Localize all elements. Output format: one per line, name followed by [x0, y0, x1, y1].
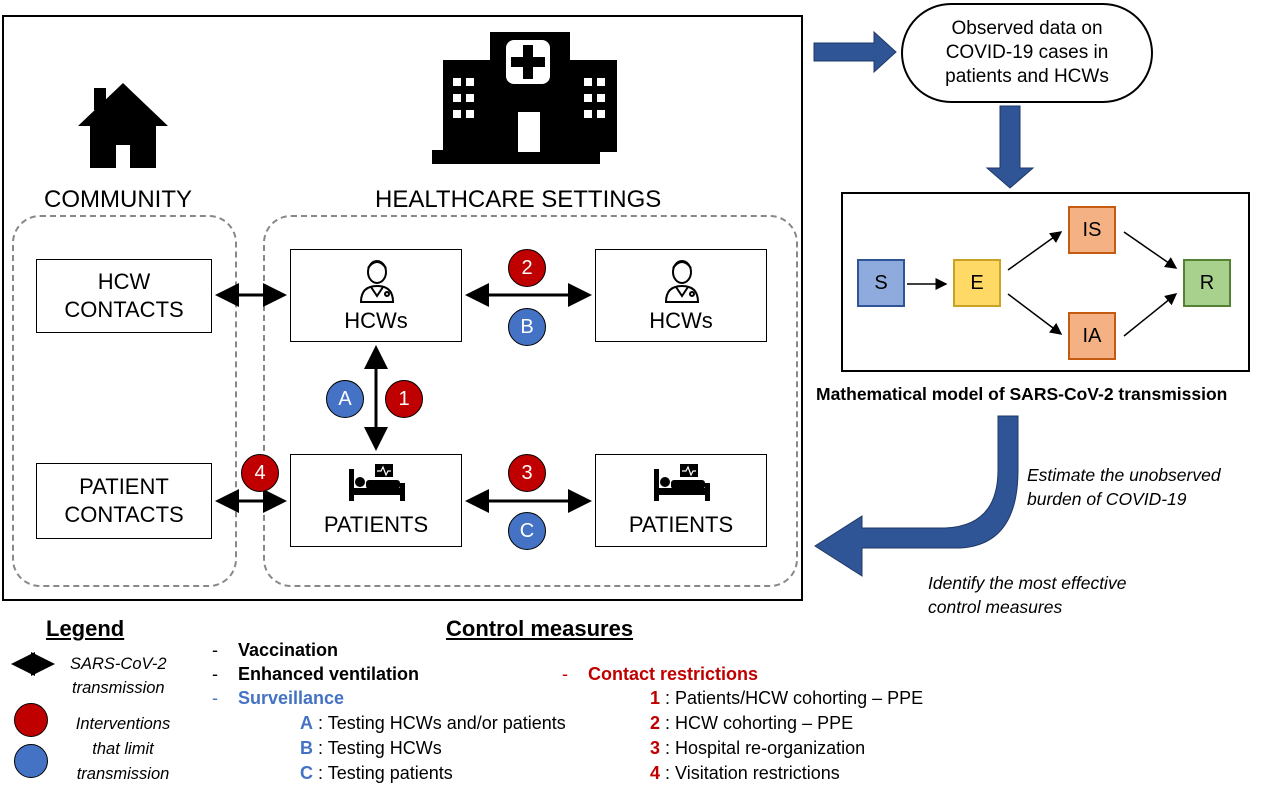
model-node-S: S	[857, 259, 905, 307]
hcws-label-right: HCWs	[649, 308, 713, 333]
dash-contact: -	[562, 664, 568, 684]
dash-vaccination: -	[212, 640, 218, 660]
dash-ventilation: -	[212, 664, 218, 684]
patients-label-left: PATIENTS	[323, 512, 429, 537]
contact-item-2: 2 : HCW cohorting – PPE	[650, 713, 854, 733]
patients-box-left: PATIENTS	[290, 454, 462, 547]
legend-red-circle	[14, 703, 48, 737]
observed-data-box: Observed data on COVID-19 cases in patie…	[901, 3, 1153, 103]
settings-panel	[2, 15, 803, 601]
patients-box-right: PATIENTS	[595, 454, 767, 547]
legend-title: Legend	[46, 616, 125, 641]
surveillance-item-C: C : Testing patients	[300, 763, 453, 783]
surveillance-label: Surveillance	[238, 688, 345, 708]
healthcare-group	[263, 215, 798, 587]
community-group	[12, 215, 237, 587]
hcws-label-left: HCWs	[344, 308, 408, 333]
doctor-icon	[664, 260, 700, 303]
legend-transmission-label: SARS-CoV-2 transmission	[70, 655, 167, 697]
marker-4: 4	[241, 454, 279, 492]
hospital-bed-icon	[349, 464, 405, 501]
community-title: COMMUNITY	[44, 186, 192, 213]
model-node-E: E	[953, 259, 1001, 307]
model-caption: Mathematical model of SARS-CoV-2 transmi…	[816, 384, 1228, 404]
model-panel	[841, 192, 1250, 372]
dash-surveillance: -	[212, 688, 218, 708]
identify-note: Identify the most effective control meas…	[928, 573, 1127, 617]
marker-3: 3	[508, 454, 546, 492]
arrow-to-observed	[813, 30, 897, 74]
hcws-box-left: HCWs	[290, 249, 462, 342]
contact-restrictions-label: Contact restrictions	[588, 664, 759, 684]
patients-label-right: PATIENTS	[628, 512, 734, 537]
marker-2: 2	[508, 249, 546, 287]
arrow-back-to-settings	[814, 415, 1019, 577]
model-node-R: R	[1183, 259, 1231, 307]
contact-item-3: 3 : Hospital re-organization	[650, 738, 866, 758]
legend-blue-circle	[14, 744, 48, 778]
hospital-bed-icon	[654, 464, 710, 501]
marker-B: B	[508, 308, 546, 346]
contact-item-1: 1 : Patients/HCW cohorting – PPE	[650, 688, 924, 708]
ventilation-label: Enhanced ventilation	[238, 664, 420, 684]
control-measures-title: Control measures	[446, 616, 634, 641]
model-node-IS: IS	[1068, 206, 1116, 254]
vaccination-label: Vaccination	[238, 640, 339, 660]
doctor-icon	[359, 260, 395, 303]
marker-A: A	[326, 380, 364, 418]
marker-1: 1	[385, 380, 423, 418]
legend-interventions-label: Interventions that limit transmission	[75, 715, 171, 783]
hcws-box-right: HCWs	[595, 249, 767, 342]
estimate-note: Estimate the unobserved burden of COVID-…	[1027, 465, 1221, 509]
model-node-IA: IA	[1068, 312, 1116, 360]
healthcare-settings-title: HEALTHCARE SETTINGS	[375, 186, 662, 213]
surveillance-item-A: A : Testing HCWs and/or patients	[300, 713, 566, 733]
surveillance-item-B: B : Testing HCWs	[300, 738, 442, 758]
arrow-to-model	[985, 105, 1035, 189]
contact-item-4: 4 : Visitation restrictions	[650, 763, 840, 783]
marker-C: C	[508, 512, 546, 550]
